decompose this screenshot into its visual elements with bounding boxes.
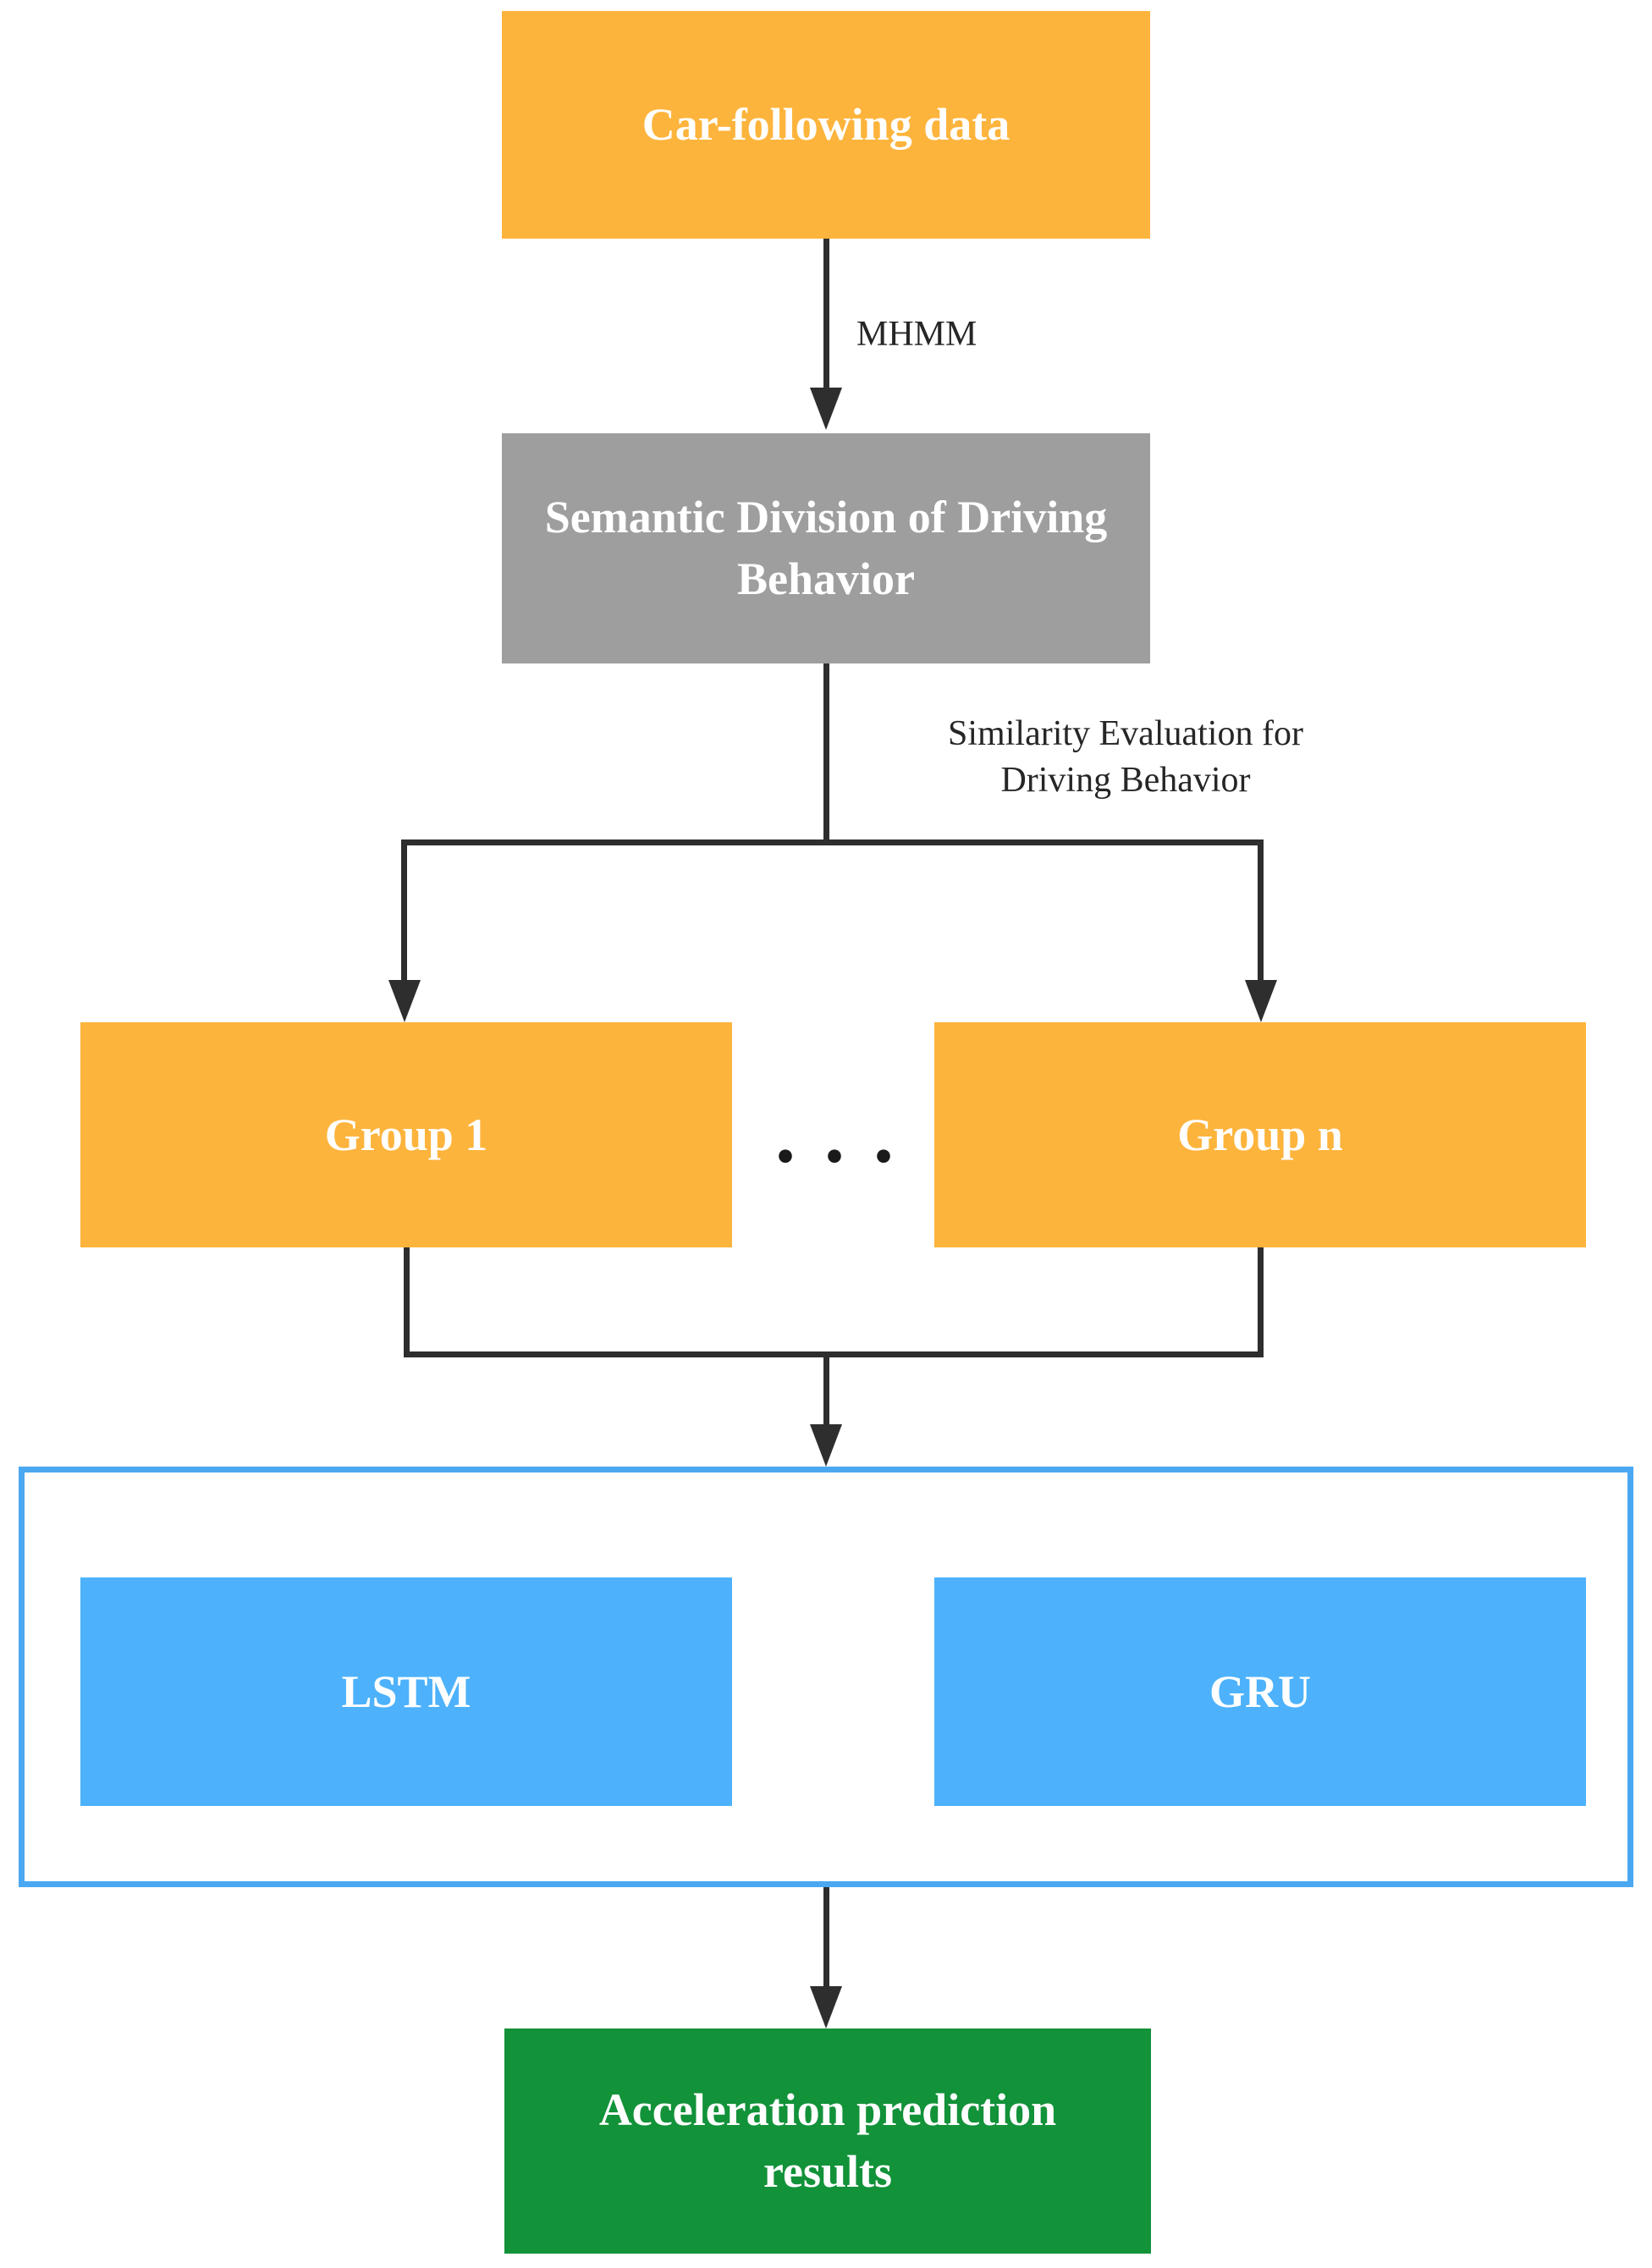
node-semantic-division: Semantic Division of Driving Behavior [502,433,1150,663]
edge-label-mhmm: MHMM [856,315,977,354]
node-gru: GRU [934,1577,1586,1806]
ellipsis-dots: ··· [772,1110,920,1201]
arrow-down-head-result-icon [810,1986,842,2029]
arrow-down-head-semantic-icon [810,388,842,430]
node-result: Acceleration prediction results [504,2029,1151,2254]
node-group-n: Group n [934,1022,1586,1247]
node-gru-label: GRU [1209,1665,1311,1717]
connector-merge-horizontal [404,1351,1264,1357]
node-car-following-data: Car-following data [502,11,1150,239]
connector-branch-right [1258,839,1264,985]
connector-merge-to-models [823,1351,829,1428]
edge-label-similarity: Similarity Evaluation for Driving Behavi… [948,714,1303,800]
connector-car-to-semantic [823,239,829,389]
connector-branch-horizontal [401,839,1264,845]
connector-groupn-down [1258,1247,1264,1357]
connector-models-to-result [823,1887,829,1987]
node-group-1-label: Group 1 [324,1109,488,1160]
node-car-following-data-label: Car-following data [642,99,1010,151]
node-group-1: Group 1 [80,1022,732,1247]
connector-branch-left [401,839,407,985]
node-lstm-label: LSTM [341,1665,471,1717]
node-lstm: LSTM [80,1577,732,1806]
connector-group1-down [404,1247,410,1357]
arrow-down-head-models-icon [810,1424,842,1467]
node-result-label: Acceleration prediction results [598,2084,1057,2197]
connector-semantic-to-branch [823,663,829,845]
node-semantic-division-label: Semantic Division of Driving Behavior [544,492,1108,604]
arrow-down-head-group1-icon [388,980,421,1022]
node-group-n-label: Group n [1177,1109,1343,1160]
arrow-down-head-groupn-icon [1245,980,1277,1022]
